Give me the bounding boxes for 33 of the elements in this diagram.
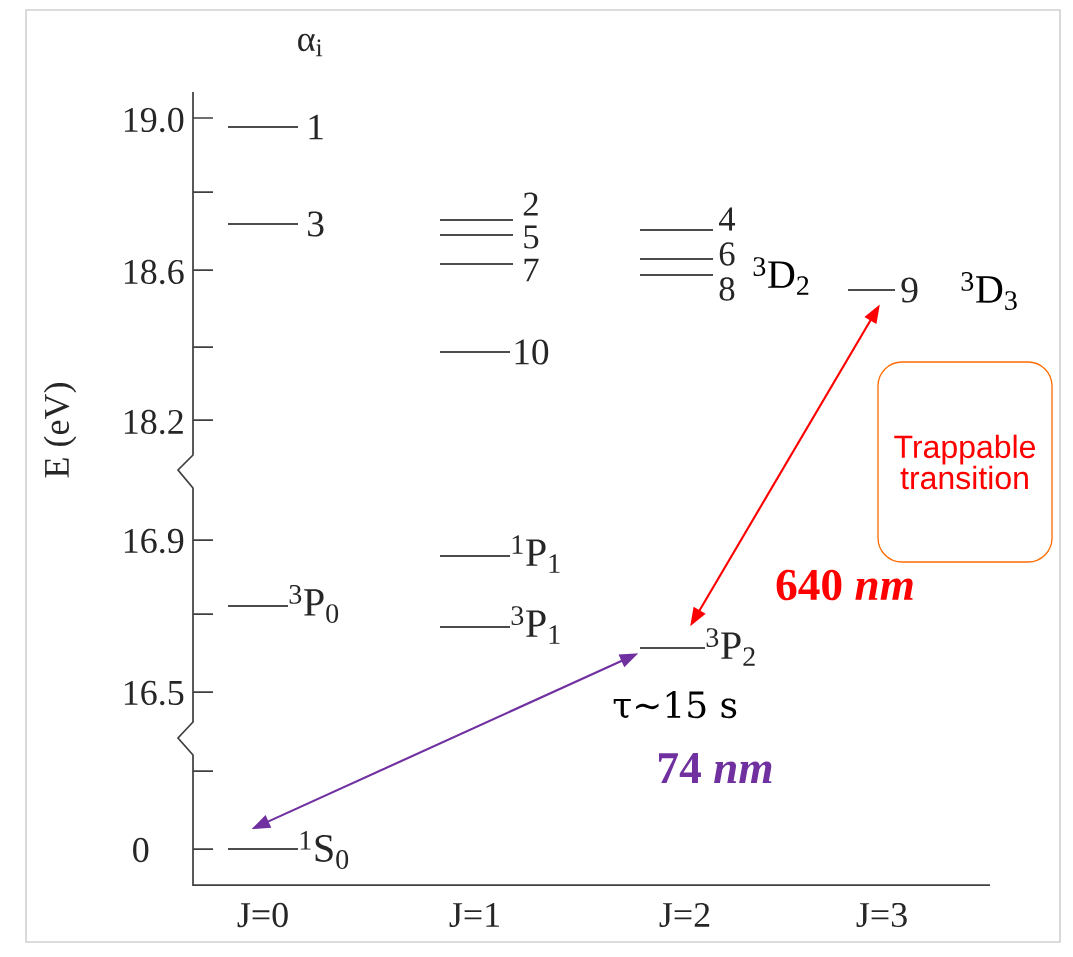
- energy-level: 7: [439, 258, 539, 282]
- edge-label: 640 nm: [773, 568, 917, 602]
- energy-level: 9: [847, 277, 918, 303]
- energy-level: 1: [227, 114, 323, 140]
- energy-level: 6: [639, 242, 735, 266]
- axis-label: J=0: [237, 902, 288, 928]
- energy-level: 4: [639, 207, 736, 231]
- axis-label: J=1: [449, 902, 499, 928]
- energy-level: $^{1}$P$_{1}$: [439, 535, 560, 573]
- tick-label: 0: [133, 837, 149, 863]
- state-label: $^{3}$D$_{2}$: [753, 257, 809, 295]
- energy-level: 5: [439, 225, 539, 249]
- energy-level: 8: [639, 274, 735, 301]
- energy-level: $^{1}$S$_{0}$: [227, 831, 349, 869]
- energy-level: 2: [439, 192, 538, 221]
- axis-label: J=3: [856, 902, 907, 928]
- tick-label: 19.0: [124, 107, 184, 133]
- state-label: τ∼15 s: [613, 691, 737, 719]
- energy-level: 3: [227, 211, 324, 237]
- edge-label: 74 nm: [655, 751, 775, 785]
- energy-level: 10: [439, 339, 549, 365]
- tick-label: 18.2: [124, 409, 183, 435]
- axis-label: J=2: [659, 902, 710, 928]
- tick-label: 18.6: [124, 259, 184, 285]
- column-heading: α$_{i}$: [298, 33, 323, 57]
- tick-label: 16.5: [124, 680, 184, 706]
- energy-level: $^{3}$P$_{2}$: [639, 628, 755, 666]
- energy-level: $^{3}$P$_{0}$: [227, 585, 339, 624]
- energy-level: $^{3}$P$_{1}$: [439, 606, 560, 644]
- axis-title: E (eV): [43, 383, 77, 478]
- state-label: $^{3}$D$_{3}$: [961, 272, 1017, 310]
- tick-label: 16.9: [124, 528, 184, 554]
- rounded-box: Trappable transition: [877, 361, 1053, 563]
